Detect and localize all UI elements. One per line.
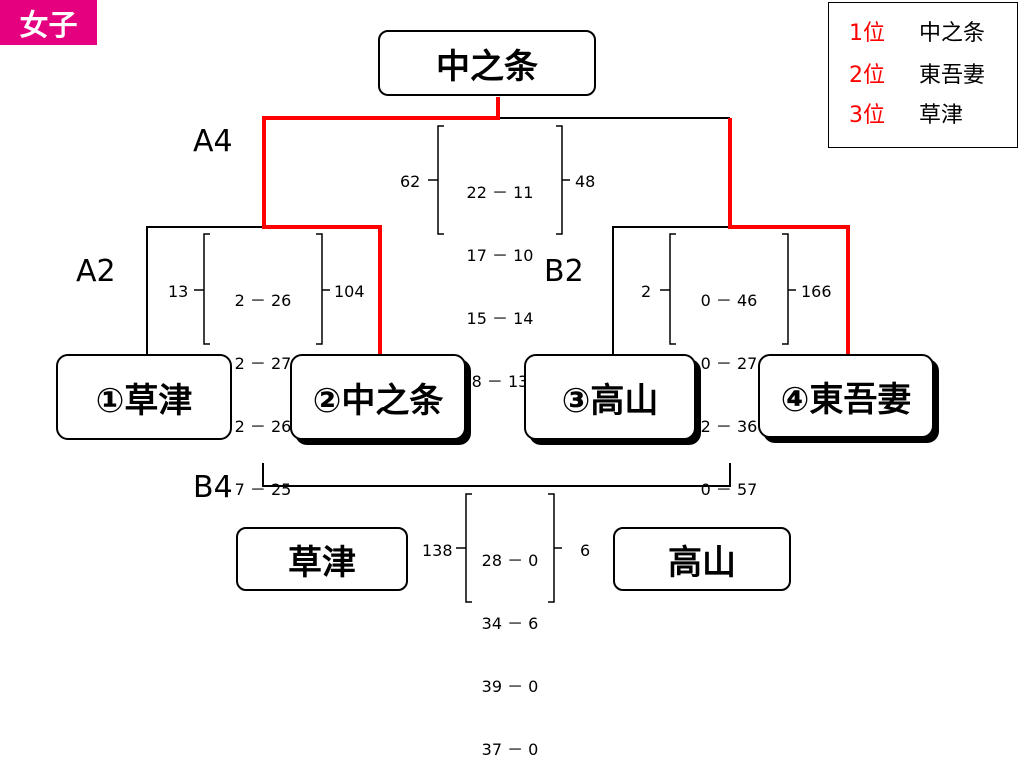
set-score: 2 － 36 [700, 417, 758, 436]
semi-b-bracket-line [612, 226, 730, 354]
third-place-scores: 28 － 0 34 － 6 39 － 0 37 － 0 [474, 508, 546, 781]
set-score: 15 － 14 [466, 309, 534, 328]
ranking-row-1: 1位 中之条 [849, 15, 985, 47]
round-label-b4: B4 [193, 470, 233, 505]
semi-a-left-total: 13 [168, 282, 189, 301]
round-label-b2: B2 [544, 254, 584, 289]
semi-a-scores: 2 － 26 2 － 27 2 － 26 7 － 25 [212, 248, 314, 521]
third-place-right-team: 高山 [613, 527, 791, 591]
rank-team: 中之条 [919, 21, 986, 46]
rank-label: 1位 [849, 21, 885, 46]
set-score: 2 － 26 [234, 291, 292, 310]
semi-b-right-total: 166 [801, 282, 832, 301]
set-score: 28 － 0 [481, 551, 539, 570]
set-score: 17 － 10 [466, 246, 534, 265]
team-box-2: ②中之条 [290, 354, 466, 440]
ranking-row-2: 2位 東吾妻 [849, 57, 985, 89]
round-label-a2: A2 [76, 254, 116, 289]
winner-box: 中之条 [378, 30, 596, 96]
final-left-total: 62 [400, 172, 421, 191]
semi-b-left-total: 2 [641, 282, 652, 301]
third-place-right-total: 6 [580, 541, 591, 560]
rank-label: 2位 [849, 63, 885, 88]
category-tag: 女子 [0, 0, 97, 45]
set-score: 22 － 11 [466, 183, 534, 202]
semi-a-bracket-line [146, 226, 264, 354]
final-right-total: 48 [575, 172, 596, 191]
set-score: 0 － 27 [700, 354, 758, 373]
set-score: 37 － 0 [481, 740, 539, 759]
third-place-bracket-line [262, 463, 731, 487]
bracket-lines [146, 97, 850, 603]
semi-a-right-total: 104 [334, 282, 365, 301]
third-place-left-total: 138 [422, 541, 453, 560]
set-score: 39 － 0 [481, 677, 539, 696]
set-score: 0 － 57 [700, 480, 758, 499]
team-box-1: ①草津 [56, 354, 232, 440]
final-scores: 22 － 11 17 － 10 15 － 14 8 － 13 [446, 140, 554, 413]
set-score: 7 － 25 [234, 480, 292, 499]
third-place-left-team: 草津 [236, 527, 408, 591]
set-score: 8 － 13 [471, 372, 529, 391]
set-score: 34 － 6 [481, 614, 539, 633]
rank-team: 東吾妻 [919, 63, 986, 88]
ranking-box: 1位 中之条 2位 東吾妻 3位 草津 [828, 2, 1018, 148]
team-box-3: ③高山 [524, 354, 696, 440]
rank-label: 3位 [849, 103, 885, 128]
round-label-a4: A4 [193, 124, 233, 159]
winner-path-right [728, 118, 850, 354]
set-score: 2 － 27 [234, 354, 292, 373]
winner-path-left [262, 97, 500, 354]
team-box-4: ④東吾妻 [758, 354, 934, 438]
semi-b-scores: 0 － 46 0 － 27 2 － 36 0 － 57 [678, 248, 780, 521]
set-score: 2 － 26 [234, 417, 292, 436]
set-score: 0 － 46 [700, 291, 758, 310]
rank-team: 草津 [919, 103, 964, 128]
ranking-row-3: 3位 草津 [849, 97, 963, 129]
